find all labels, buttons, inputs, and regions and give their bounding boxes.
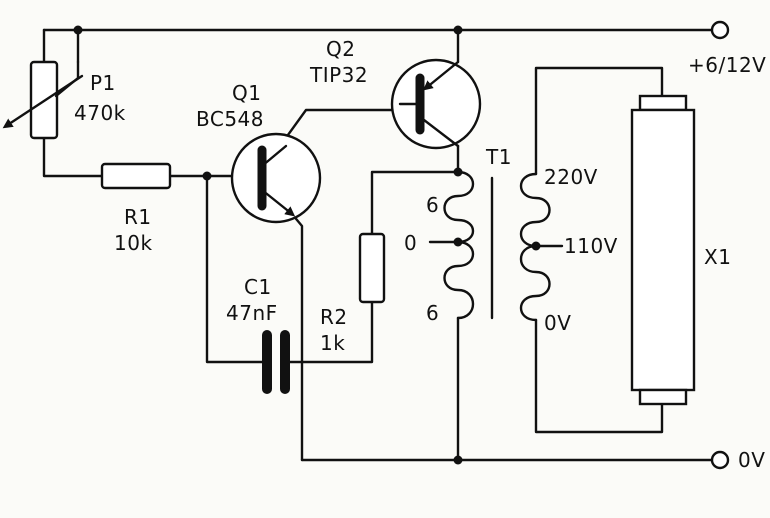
c1-ref-label: C1 — [244, 275, 272, 299]
r2-ref-label: R2 — [320, 305, 348, 329]
q1-transistor — [230, 132, 322, 224]
q2-emitter-arrow-icon — [422, 60, 460, 91]
q2-part-label: TIP32 — [309, 63, 368, 87]
t1-primary-center-label: 0 — [404, 231, 417, 255]
t1-secondary-center-label: 110V — [564, 234, 618, 258]
p1-value-label: 470k — [74, 101, 126, 125]
t1-secondary-top-label: 220V — [544, 165, 598, 189]
t1-transformer — [443, 170, 551, 322]
q1-collector-wire — [278, 108, 416, 148]
r1-value-label: 10k — [114, 231, 153, 255]
r2-to-transformer-wire — [370, 170, 460, 236]
c1-to-r2-wire — [288, 300, 374, 364]
t1-primary-top-label: 6 — [426, 193, 439, 217]
wiring — [42, 28, 714, 462]
t1-secondary-bottom-label: 0V — [544, 311, 571, 335]
t1-ref-label: T1 — [485, 145, 512, 169]
c1-plate-right — [280, 330, 290, 394]
q1-body — [230, 132, 322, 224]
x1-bottom-cap — [638, 388, 688, 406]
secondary-220v-wire — [534, 66, 664, 176]
r1-ref-label: R1 — [124, 205, 152, 229]
q1-collector-lead — [260, 144, 288, 168]
t1-primary-winding — [443, 170, 475, 320]
ground-terminal — [710, 450, 730, 470]
x1-tube-body — [630, 108, 696, 392]
r1-body — [100, 162, 172, 190]
t1-secondary-winding — [519, 172, 551, 322]
positive-supply-label: +6/12V — [688, 53, 766, 77]
junction-dot — [453, 455, 463, 465]
junction-dot — [453, 25, 463, 35]
secondary-0v-wire — [534, 318, 664, 434]
c1-plate-left — [262, 330, 272, 394]
q2-collector-lead — [422, 118, 460, 148]
p1-adjust-arrow-icon — [2, 74, 84, 129]
ground-supply-label: 0V — [738, 448, 765, 472]
c1-value-label: 47nF — [226, 301, 278, 325]
q2-body — [390, 58, 482, 150]
base-to-c1-wire — [205, 174, 264, 364]
x1-ref-label: X1 — [704, 245, 731, 269]
q1-part-label: BC548 — [196, 107, 264, 131]
positive-terminal — [710, 20, 730, 40]
q1-ref-label: Q1 — [232, 81, 261, 105]
q2-transistor — [390, 58, 482, 150]
q1-emitter-arrow-icon — [260, 188, 296, 217]
r2-body — [358, 232, 386, 304]
p1-potentiometer — [2, 60, 84, 140]
p1-bottom-lead — [42, 136, 104, 178]
x1-top-cap — [638, 94, 688, 112]
t1-primary-bottom-label: 6 — [426, 301, 439, 325]
x1-fluorescent-tube — [630, 94, 696, 406]
junction-dot — [202, 171, 212, 181]
c1-capacitor — [262, 330, 290, 394]
q2-ref-label: Q2 — [326, 37, 355, 61]
p1-ref-label: P1 — [90, 71, 116, 95]
q1-emitter-wire — [290, 212, 304, 462]
r2-value-label: 1k — [320, 331, 345, 355]
junction-dot — [73, 25, 83, 35]
